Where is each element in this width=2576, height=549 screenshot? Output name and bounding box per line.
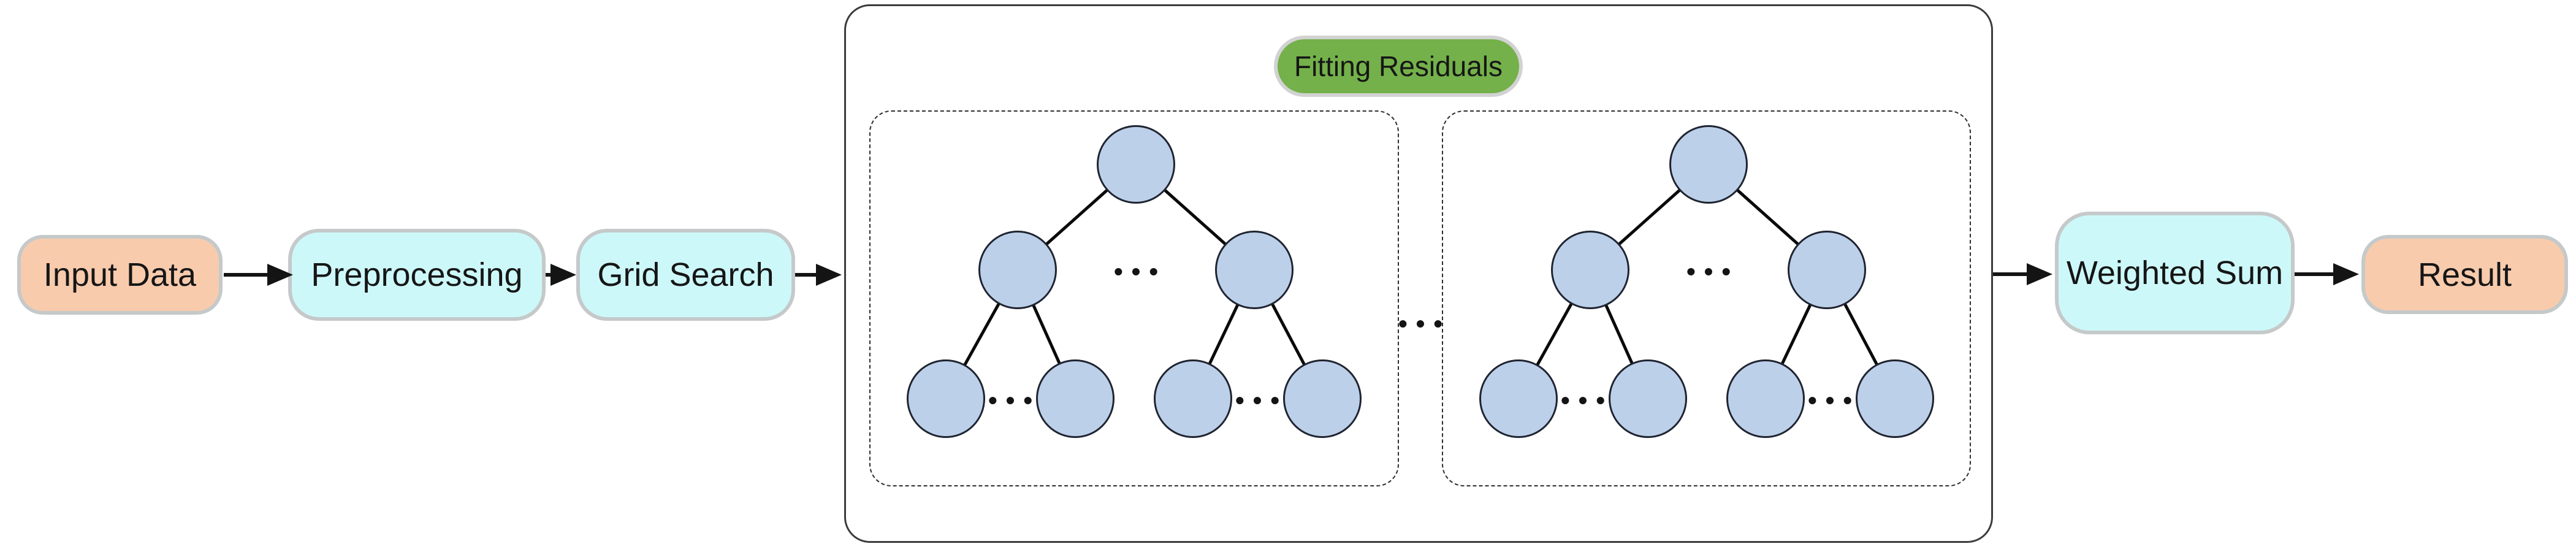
- tree-node-leaf: [1726, 359, 1805, 438]
- tree-node-leaf: [1283, 359, 1362, 438]
- ellipsis-leaves-right-tree: •••: [1807, 386, 1861, 415]
- ellipsis-mid-right-tree: •••: [1686, 257, 1740, 286]
- arrowhead-to-weightedsum: [2027, 263, 2052, 285]
- tree-node-leaf: [907, 359, 985, 438]
- arrowhead-to-result: [2333, 263, 2359, 285]
- ellipsis-leaves-right-tree: •••: [1560, 386, 1614, 415]
- tree-node-mid-left: [1551, 231, 1629, 309]
- tree-node-leaf: [1036, 359, 1115, 438]
- step-grid-search-label: Grid Search: [597, 256, 774, 293]
- tree-node-mid-right: [1788, 231, 1866, 309]
- tree-node-leaf: [1856, 359, 1934, 438]
- step-input-data: Input Data: [17, 235, 223, 315]
- tree-node-leaf: [1609, 359, 1687, 438]
- tree-node-mid-left: [978, 231, 1057, 309]
- fitting-residuals-badge: Fitting Residuals: [1274, 36, 1523, 97]
- tree-node-leaf: [1154, 359, 1232, 438]
- step-weighted-sum: Weighted Sum: [2055, 212, 2295, 334]
- step-grid-search: Grid Search: [576, 229, 795, 321]
- fitting-residuals-label: Fitting Residuals: [1294, 50, 1503, 82]
- ellipsis-mid-left-tree: •••: [1113, 257, 1167, 286]
- ellipsis-leaves-left-tree: •••: [1235, 386, 1289, 415]
- step-preprocessing-label: Preprocessing: [311, 256, 523, 293]
- step-preprocessing: Preprocessing: [288, 229, 546, 321]
- tree-node-leaf: [1479, 359, 1558, 438]
- tree-group-first: [869, 110, 1399, 486]
- arrowhead-to-residuals: [816, 264, 842, 286]
- tree-node-root: [1097, 125, 1175, 204]
- tree-group-last: [1442, 110, 1971, 486]
- step-input-data-label: Input Data: [43, 256, 197, 293]
- ellipsis-between-trees: •••: [1398, 309, 1452, 338]
- arrowhead-to-gridsearch: [551, 264, 576, 286]
- step-result-label: Result: [2417, 256, 2512, 293]
- ellipsis-leaves-left-tree: •••: [988, 386, 1042, 415]
- step-weighted-sum-label: Weighted Sum: [2066, 255, 2284, 291]
- tree-node-mid-right: [1215, 231, 1294, 309]
- tree-node-root: [1669, 125, 1748, 204]
- step-result: Result: [2361, 235, 2568, 314]
